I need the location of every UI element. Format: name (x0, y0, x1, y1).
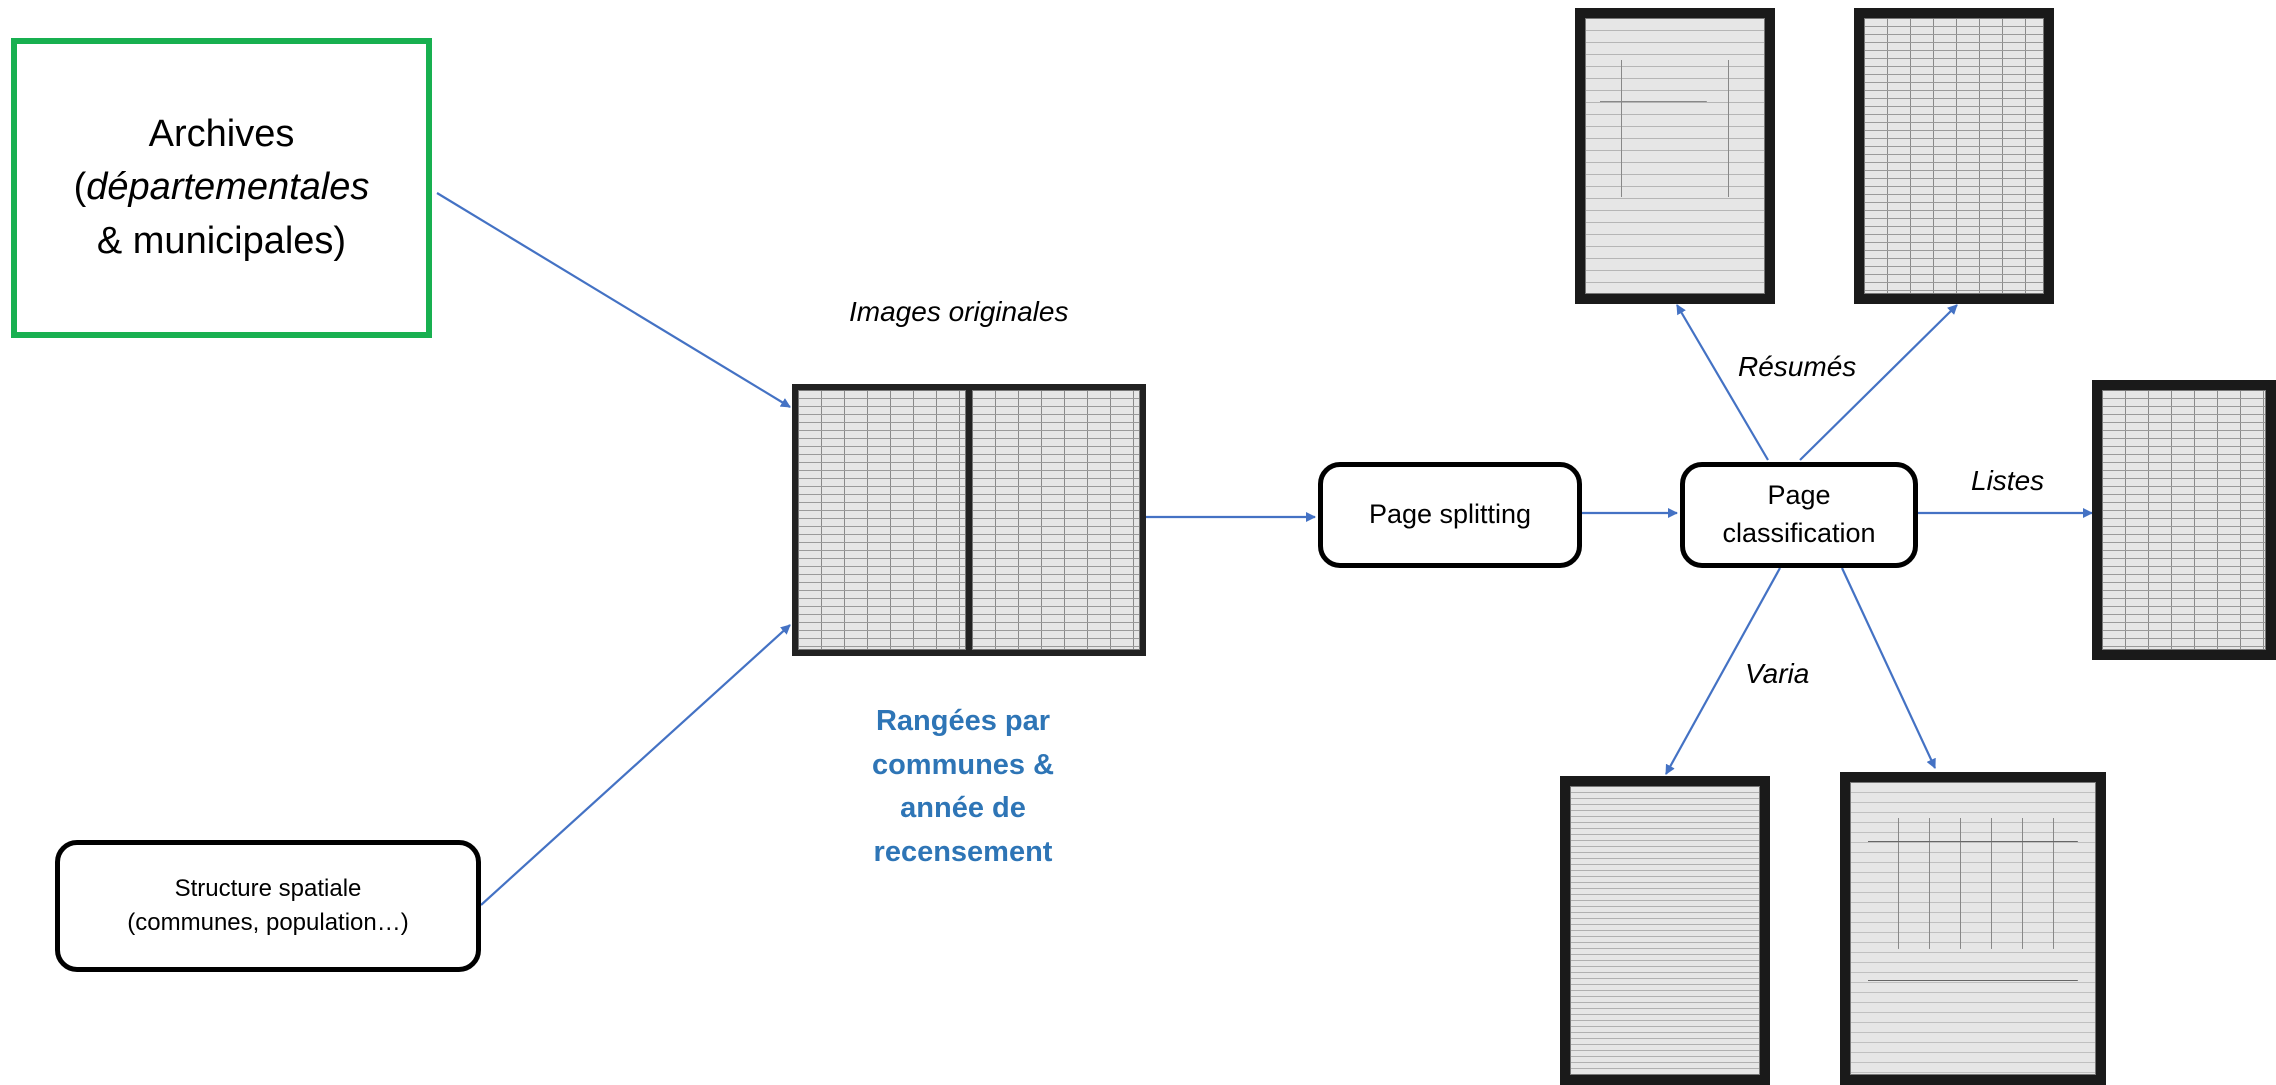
register-left-page (798, 390, 966, 650)
arrow-classification-to-resume-1 (1676, 304, 1769, 461)
page-classification-line-2: classification (1722, 518, 1876, 548)
resume-1-sheet (1585, 18, 1765, 294)
rangees-label: Rangées par communes & année de recensem… (833, 700, 1093, 874)
resume-page-2-image (1854, 8, 2054, 304)
varia-2-sheet (1850, 782, 2096, 1075)
rangees-line-3: année de (900, 792, 1026, 824)
liste-sheet (2102, 390, 2266, 650)
page-splitting-node: Page splitting (1318, 462, 1582, 568)
liste-page-image (2092, 380, 2276, 660)
archives-municipales: & municipales) (96, 219, 347, 262)
rangees-line-1: Rangées par (875, 705, 1051, 737)
arrow-archives-to-images (436, 192, 791, 408)
resume-page-1-image (1575, 8, 1775, 304)
structure-spatiale-node: Structure spatiale (communes, population… (55, 840, 481, 972)
archives-paren: ( (73, 166, 87, 209)
rangees-line-2: communes & (871, 748, 1055, 781)
structure-subtitle: (communes, population…) (127, 909, 409, 936)
listes-label: Listes (1971, 465, 2045, 496)
arrow-classification-to-varia-1 (1665, 567, 1781, 775)
archives-departementales: départementales (86, 166, 370, 209)
arrow-structure-to-images (480, 624, 791, 906)
arrow-classification-to-resume-2 (1799, 304, 1958, 461)
varia-1-sheet (1570, 786, 1760, 1075)
images-originales-label: Images originales (849, 296, 1069, 327)
page-classification-node: Page classification (1680, 462, 1918, 568)
varia-label: Varia (1745, 658, 1810, 689)
register-right-page (972, 390, 1140, 650)
resumes-label: Résumés (1738, 351, 1857, 382)
rangees-line-4: recensement (873, 835, 1053, 868)
varia-page-1-image (1560, 776, 1770, 1085)
archives-title: Archives (148, 113, 295, 156)
arrow-classification-to-varia-2 (1841, 567, 1936, 769)
page-classification-line-1: Page (1767, 480, 1831, 511)
archives-subtitle: (départementales (74, 161, 370, 214)
census-register-spread-image (792, 384, 1146, 656)
resume-2-sheet (1864, 18, 2044, 294)
page-splitting-label: Page splitting (1368, 499, 1532, 530)
varia-page-2-image (1840, 772, 2106, 1085)
archives-node: Archives (départementales & municipales) (11, 38, 432, 338)
structure-title: Structure spatiale (174, 875, 362, 903)
